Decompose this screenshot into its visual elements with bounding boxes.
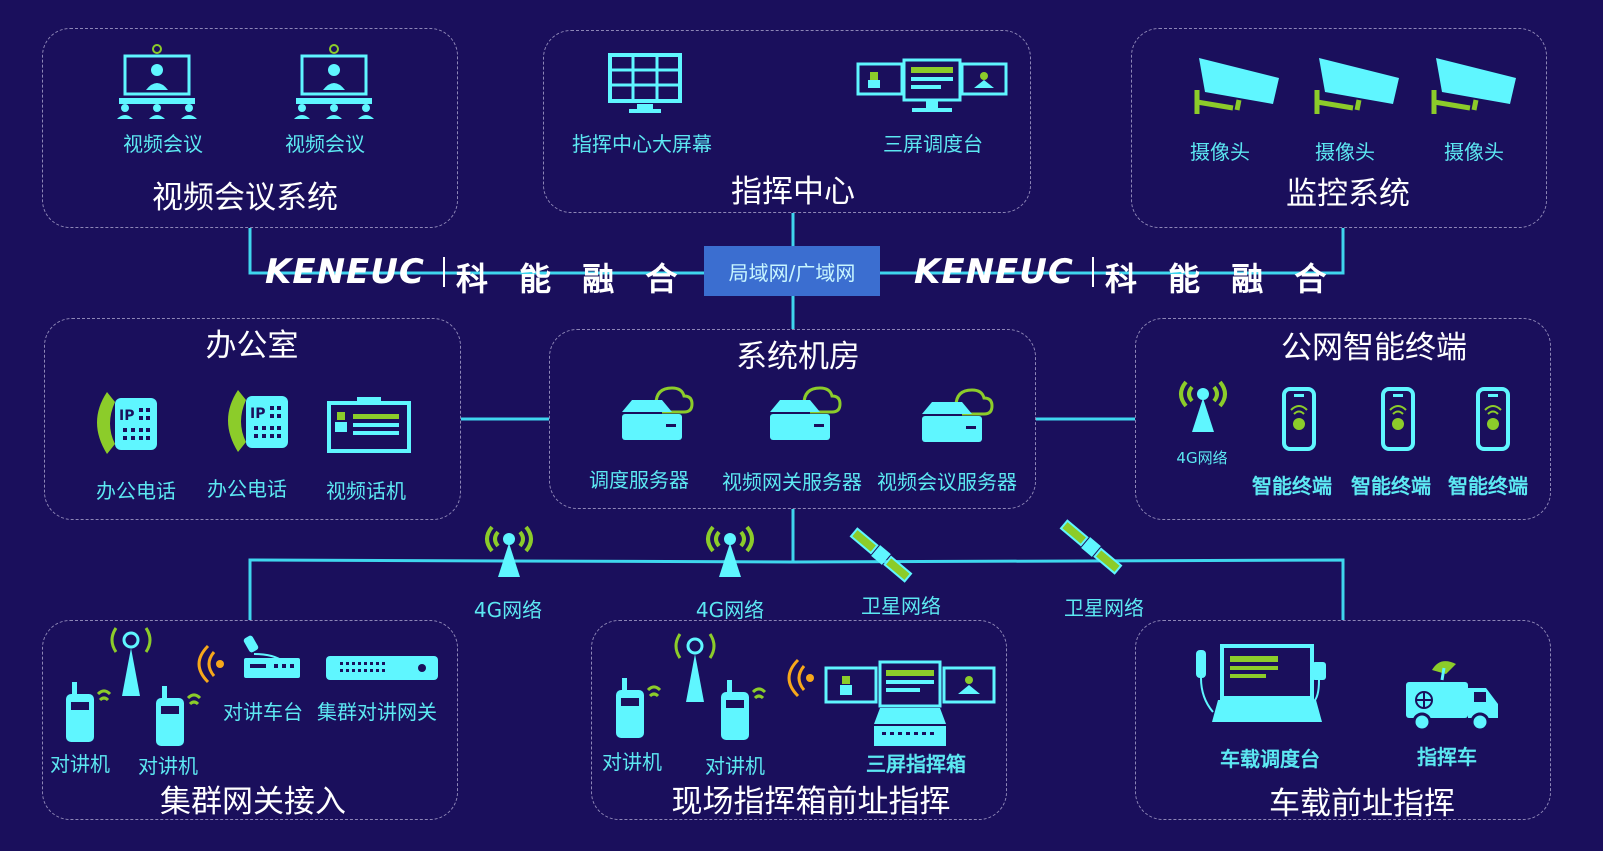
cloud-server-icon [922,388,994,442]
item-label: 视频网关服务器 [722,470,862,494]
group-title: 监控系统 [1286,176,1410,212]
group-cluster-gateway [42,620,458,820]
group-title: 现场指挥箱前址指挥 [671,784,951,820]
item-label: 指挥中心大屏幕 [572,132,712,156]
item-label: 智能终端 [1252,474,1332,498]
brand-logo-left-cn: 科 能 融 合 [456,260,688,298]
group-server-room [549,329,1036,509]
brand-logo-right-cn: 科 能 融 合 [1105,260,1337,298]
item-label: 智能终端 [1351,474,1431,498]
signal-waves-icon [197,644,224,684]
ip-phone-icon: IP [97,392,157,454]
cloud-server-icon [622,386,694,440]
triple-monitor-console-icon [856,58,1008,112]
item-label: 摄像头 [1190,140,1250,164]
group-title: 指挥中心 [731,174,855,210]
group-command-center [543,30,1031,213]
walkie-talkie-icon [616,678,662,738]
item-label: 三屏指挥箱 [866,752,966,776]
network-type-label: 4G网络 [1176,449,1228,467]
cell-tower-icon [1179,380,1227,432]
walkie-talkie-icon [66,682,112,742]
group-title: 系统机房 [736,339,860,375]
video-conference-icon [117,44,197,119]
group-title: 公网智能终端 [1281,330,1467,366]
smartphone-icon [1282,387,1316,451]
item-label: 办公电话 [207,477,287,501]
group-monitoring [1131,28,1547,228]
item-label: 对讲机 [602,750,662,774]
network-label: 局域网/广域网 [704,246,880,296]
group-title: 视频会议系统 [152,180,338,216]
item-label: 办公电话 [96,479,176,503]
smartphone-icon [1381,387,1415,451]
link-label: 卫星网络 [1064,596,1144,620]
radio-tower-icon [110,627,152,696]
gateway-device-icon [326,656,438,680]
item-label: 视频会议 [285,132,365,156]
camera-icon [1194,58,1279,114]
group-title: 车载前址指挥 [1269,786,1455,822]
item-label: 集群对讲网关 [317,700,437,724]
link-bus-left [248,558,794,620]
item-label: 智能终端 [1448,474,1528,498]
item-label: 视频会议 [123,132,203,156]
link-label: 卫星网络 [861,594,941,618]
item-label: 视频话机 [326,479,406,503]
video-phone-icon [327,397,411,453]
video-conference-icon [294,44,374,119]
item-label: 对讲机 [138,754,198,778]
camera-icon [1314,58,1399,114]
item-label: 对讲机 [705,754,765,778]
item-label: 对讲机 [50,752,110,776]
link-monitoring [880,228,1345,275]
item-label: 摄像头 [1315,140,1375,164]
logo-divider [443,257,445,287]
vehicle-radio-icon [243,635,300,678]
group-field-command [591,620,1007,820]
command-box-icon [824,660,996,746]
group-title: 集群网关接入 [160,784,346,820]
walkie-talkie-icon [721,680,767,740]
group-office [44,318,461,520]
group-video-conference [42,28,458,228]
item-label: 对讲车台 [223,700,303,724]
brand-logo-left: KENEUC [265,252,425,292]
link-videoconf [248,228,704,275]
item-label: 三屏调度台 [883,132,983,156]
group-title: 办公室 [205,328,299,364]
video-wall-icon [608,53,682,113]
group-public-terminal [1135,318,1551,520]
satellite-icon [849,527,913,583]
item-label: 指挥车 [1417,745,1477,769]
item-label: 视频会议服务器 [877,470,1017,494]
vehicle-console-icon [1196,644,1326,722]
walkie-talkie-icon [156,686,202,746]
radio-tower-icon [674,633,716,702]
brand-logo-right: KENEUC [914,252,1074,292]
command-vehicle-icon [1406,661,1498,732]
cell-tower-icon [706,525,754,577]
satellite-icon [1059,519,1123,575]
svg-text:IP: IP [119,408,134,424]
group-vehicle-command [1135,620,1551,820]
link-label: 4G网络 [473,598,543,622]
item-label: 调度服务器 [589,468,689,492]
logo-divider [1092,257,1094,287]
signal-waves-icon [787,658,814,698]
svg-text:IP: IP [250,406,265,422]
link-label: 4G网络 [695,598,765,622]
link-bus-right [792,558,1345,620]
ip-phone-icon: IP [228,390,288,452]
cell-tower-icon [485,525,533,577]
cloud-server-icon [770,386,842,440]
item-label: 摄像头 [1444,140,1504,164]
item-label: 车载调度台 [1220,747,1320,771]
smartphone-icon [1476,387,1510,451]
camera-icon [1431,58,1516,114]
